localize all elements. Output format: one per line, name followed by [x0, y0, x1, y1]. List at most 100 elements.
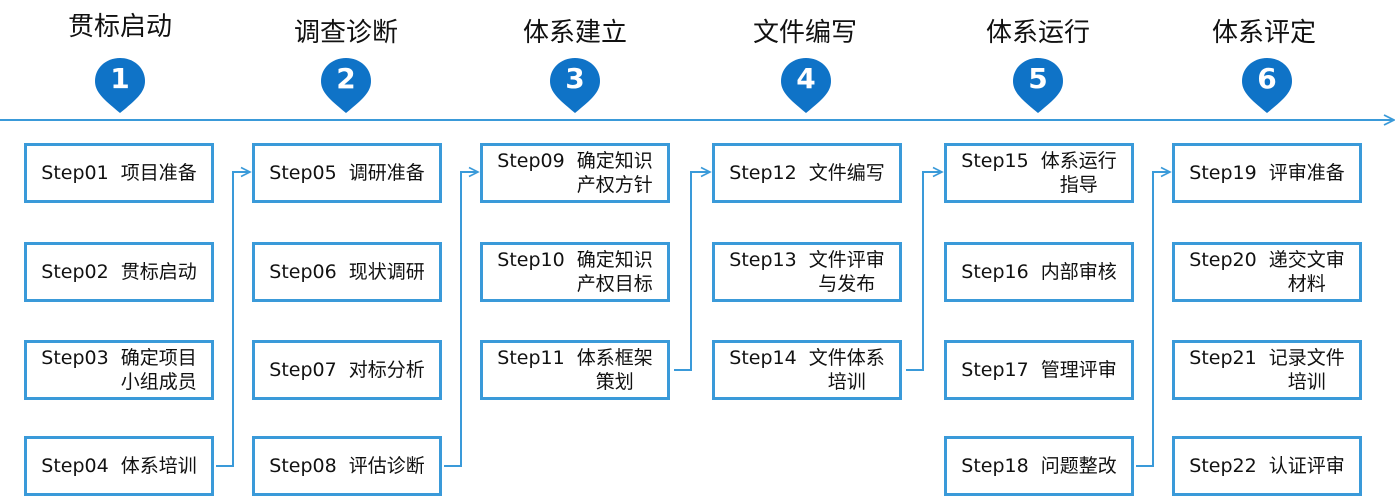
- step-text: 记录文件: [1268, 347, 1345, 369]
- step-id: Step22: [1189, 455, 1257, 477]
- step-id: Step15: [961, 150, 1029, 172]
- step-box-02: Step02 贯标启动: [24, 242, 214, 302]
- connector-2-3: [444, 166, 480, 467]
- stage-title-3: 体系建立: [522, 18, 627, 48]
- map-pin-icon: [550, 58, 600, 113]
- connector-1-2: [216, 166, 252, 467]
- step-text: 文件体系: [808, 347, 885, 369]
- step-text: 产权方针: [576, 174, 653, 196]
- step-box-15: Step15 体系运行指导: [944, 143, 1134, 203]
- step-id: Step13: [729, 249, 797, 271]
- map-pin-icon: [1242, 58, 1292, 113]
- step-text: 认证评审: [1268, 455, 1345, 477]
- step-text: 项目准备: [120, 162, 197, 184]
- step-box-06: Step06 现状调研: [252, 242, 442, 302]
- step-text: 管理评审: [1040, 359, 1117, 381]
- stage-number: 6: [1257, 62, 1277, 95]
- step-text: 文件编写: [808, 162, 885, 184]
- step-text: 评审准备: [1268, 162, 1345, 184]
- step-box-12: Step12 文件编写: [712, 143, 902, 203]
- step-id: Step11: [497, 347, 565, 369]
- step-box-03: Step03 确定项目小组成员: [24, 340, 214, 400]
- step-box-14: Step14 文件体系培训: [712, 340, 902, 400]
- step-text: 现状调研: [348, 261, 425, 283]
- connector-3-4: [674, 166, 712, 371]
- stage-number: 1: [110, 62, 130, 95]
- stage-title-5: 体系运行: [985, 18, 1090, 48]
- step-box-21: Step21 记录文件培训: [1172, 340, 1362, 400]
- stage-title-4: 文件编写: [752, 18, 857, 48]
- step-box-01: Step01 项目准备: [24, 143, 214, 203]
- step-box-17: Step17 管理评审: [944, 340, 1134, 400]
- step-id: Step08: [269, 455, 337, 477]
- step-box-09: Step09 确定知识产权方针: [480, 143, 670, 203]
- step-text: 体系框架: [576, 347, 653, 369]
- step-text: 产权目标: [576, 273, 653, 295]
- step-id: Step20: [1189, 249, 1257, 271]
- stage-number: 5: [1028, 62, 1048, 95]
- step-box-16: Step16 内部审核: [944, 242, 1134, 302]
- step-box-19: Step19 评审准备: [1172, 143, 1362, 203]
- step-id: Step05: [269, 162, 337, 184]
- step-id: Step17: [961, 359, 1029, 381]
- step-text: 指导: [1059, 174, 1098, 196]
- step-id: Step14: [729, 347, 797, 369]
- step-text: 策划: [595, 371, 634, 393]
- stage-marker-3: 3: [545, 55, 605, 115]
- step-id: Step06: [269, 261, 337, 283]
- connector-5-6: [1136, 166, 1172, 467]
- step-text: 贯标启动: [120, 261, 197, 283]
- step-id: Step21: [1189, 347, 1257, 369]
- step-text: 文件评审: [808, 249, 885, 271]
- step-box-08: Step08 评估诊断: [252, 436, 442, 496]
- map-pin-icon: [781, 58, 831, 113]
- step-text: 材料: [1287, 273, 1326, 295]
- stage-marker-4: 4: [776, 55, 836, 115]
- step-text: 小组成员: [120, 371, 197, 393]
- stage-number: 3: [565, 62, 585, 95]
- stage-number: 2: [336, 62, 356, 95]
- stage-number: 4: [796, 62, 816, 95]
- step-box-13: Step13 文件评审与发布: [712, 242, 902, 302]
- step-text: 确定项目: [120, 347, 197, 369]
- map-pin-icon: [95, 58, 145, 113]
- step-text: 确定知识: [576, 150, 653, 172]
- step-text: 培训: [1287, 371, 1326, 393]
- step-box-05: Step05 调研准备: [252, 143, 442, 203]
- step-box-18: Step18 问题整改: [944, 436, 1134, 496]
- step-id: Step04: [41, 455, 109, 477]
- step-id: Step18: [961, 455, 1029, 477]
- step-text: 评估诊断: [348, 455, 425, 477]
- step-text: 内部审核: [1040, 261, 1117, 283]
- stage-title-1: 贯标启动: [67, 12, 172, 42]
- connector-4-5: [906, 166, 944, 371]
- map-pin-icon: [321, 58, 371, 113]
- step-id: Step19: [1189, 162, 1257, 184]
- stage-marker-5: 5: [1008, 55, 1068, 115]
- step-id: Step02: [41, 261, 109, 283]
- step-text: 与发布: [818, 273, 876, 295]
- step-text: 培训: [827, 371, 866, 393]
- step-box-04: Step04 体系培训: [24, 436, 214, 496]
- step-id: Step01: [41, 162, 109, 184]
- step-id: Step10: [497, 249, 565, 271]
- step-box-20: Step20 递交文审材料: [1172, 242, 1362, 302]
- step-text: 对标分析: [348, 359, 425, 381]
- step-text: 调研准备: [348, 162, 425, 184]
- step-id: Step16: [961, 261, 1029, 283]
- step-text: 确定知识: [576, 249, 653, 271]
- stage-marker-2: 2: [316, 55, 376, 115]
- step-text: 体系运行: [1040, 150, 1117, 172]
- step-id: Step09: [497, 150, 565, 172]
- step-box-11: Step11 体系框架策划: [480, 340, 670, 400]
- step-id: Step03: [41, 347, 109, 369]
- step-id: Step12: [729, 162, 797, 184]
- stage-marker-1: 1: [90, 55, 150, 115]
- step-box-22: Step22 认证评审: [1172, 436, 1362, 496]
- step-text: 递交文审: [1268, 249, 1345, 271]
- stage-title-6: 体系评定: [1211, 18, 1316, 48]
- step-text: 问题整改: [1040, 455, 1117, 477]
- step-text: 体系培训: [120, 455, 197, 477]
